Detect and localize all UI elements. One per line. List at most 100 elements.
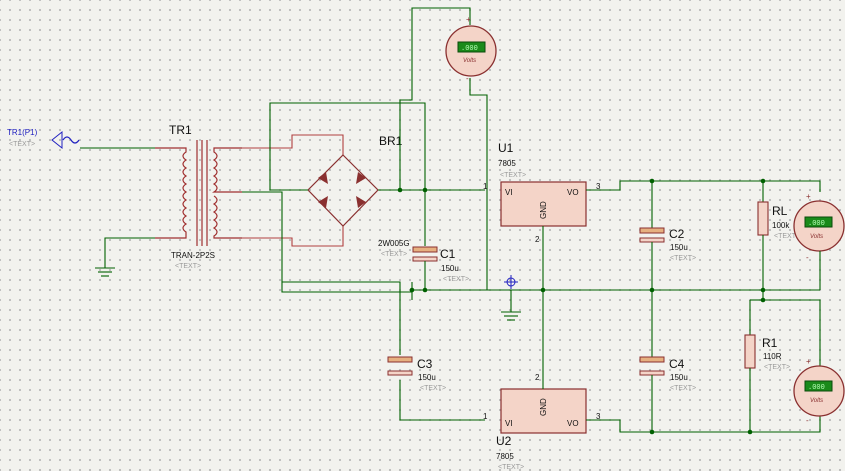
c1-value: 150u (441, 264, 459, 273)
diode-4-icon (356, 196, 366, 208)
u2-gnd-label: GND (539, 398, 548, 416)
c4-text-placeholder: <TEXT> (670, 385, 696, 392)
ac-source[interactable]: TR1(P1) <TEXT> (7, 128, 80, 150)
capacitor-c3[interactable]: C3 150u <TEXT> (387, 356, 446, 392)
ground-symbol-1 (95, 267, 115, 277)
meter3-plus: + (806, 357, 811, 366)
c3-plate-top (387, 356, 413, 363)
c1-ref: C1 (440, 247, 456, 261)
u1-vi-label: VI (505, 188, 513, 197)
voltmeter-2[interactable]: .000 Volts + - (793, 192, 845, 262)
bridge-outline (307, 154, 379, 227)
c2-value: 150u (670, 243, 688, 252)
meter2-minus: - (806, 253, 809, 262)
c2-plate-top (639, 227, 665, 234)
c4-value: 150u (670, 373, 688, 382)
wire-ground-rail (400, 289, 820, 293)
br1-text-placeholder: <TEXT> (381, 251, 407, 258)
tr1-ref: TR1 (169, 123, 192, 137)
r1-text-placeholder: <TEXT> (764, 364, 790, 371)
u2-pin3: 3 (596, 412, 601, 421)
wire-sec-top-bridge (242, 134, 344, 155)
rl-ref: RL (772, 204, 788, 218)
meter1-plus: + (466, 15, 471, 24)
c3-ref: C3 (417, 357, 433, 371)
resistor-rl[interactable]: RL 100k <TEXT> (757, 181, 800, 290)
r1-ref: R1 (762, 336, 778, 350)
primary-winding (155, 147, 188, 239)
meter1-minus: - (466, 74, 469, 83)
u1-text-placeholder: <TEXT> (500, 172, 526, 179)
c2-text-placeholder: <TEXT> (670, 255, 696, 262)
wire-r1-top (762, 290, 821, 367)
wire-u2-out (586, 416, 821, 433)
source-text-placeholder: <TEXT> (9, 141, 35, 148)
diode-3-icon (318, 196, 328, 208)
c1-plate-top (412, 246, 438, 253)
meter3-display (804, 380, 833, 392)
resistor-r1[interactable]: R1 110R <TEXT> (744, 290, 821, 432)
source-terminal-icon (51, 130, 63, 150)
u1-part: 7805 (498, 159, 516, 168)
wire-meter1-minus (469, 78, 488, 290)
capacitor-c1[interactable]: C1 150u <TEXT> (412, 190, 469, 290)
meter2-unit: Volts (810, 234, 823, 240)
u1-ref: U1 (498, 141, 514, 155)
c1-plate-bottom (412, 256, 438, 262)
u2-vi-label: VI (505, 419, 513, 428)
bridge-br1[interactable]: BR1 2W005G <TEXT> (307, 134, 410, 258)
meter3-reading: .000 (808, 384, 825, 392)
meter1-display (457, 41, 486, 53)
sine-wave-icon (62, 136, 80, 144)
meter1-unit: Volts (463, 58, 476, 64)
transformer-tr1[interactable]: TR1 TRAN-2P2S <TEXT> (155, 123, 242, 270)
rl-value: 100k (772, 221, 790, 230)
regulator-u1[interactable]: U1 7805 <TEXT> VI VO GND 1 3 2 (483, 141, 601, 244)
meter2-plus: + (806, 192, 811, 201)
diode-1-icon (318, 172, 328, 184)
secondary-winding-1 (212, 147, 242, 193)
u2-pin1: 1 (483, 412, 488, 421)
u2-vo-label: VO (567, 419, 579, 428)
c4-plate-bottom (639, 370, 665, 376)
source-label: TR1(P1) (7, 128, 38, 137)
capacitor-c4[interactable]: C4 150u <TEXT> (639, 290, 696, 432)
wire-u1-out (586, 180, 821, 192)
u2-pin2: 2 (535, 373, 540, 382)
rl-body (757, 201, 769, 236)
voltmeter-1[interactable]: .000 Volts + - (445, 15, 497, 83)
tr1-part: TRAN-2P2S (171, 251, 215, 260)
wire-neg-c3 (282, 281, 401, 355)
meter1-reading: .000 (461, 45, 478, 53)
wire-primary-ground (104, 237, 155, 268)
u1-vo-label: VO (567, 188, 579, 197)
wire-centre-tap (242, 191, 400, 293)
c2-ref: C2 (669, 227, 685, 241)
c2-plate-bottom (639, 237, 665, 243)
u2-ref: U2 (496, 434, 512, 448)
r1-value: 110R (763, 352, 782, 361)
c3-plate-bottom (387, 370, 413, 376)
meter3-minus: - (806, 416, 809, 425)
u1-gnd-label: GND (539, 201, 548, 219)
u1-pin3: 3 (596, 182, 601, 191)
tr1-text-placeholder: <TEXT> (175, 263, 201, 270)
junction-dots (397, 178, 766, 435)
u1-pin2: 2 (535, 235, 540, 244)
regulator-u2[interactable]: VI VO GND 1 3 2 U2 7805 <TEXT> (483, 373, 601, 471)
meter3-unit: Volts (810, 398, 823, 404)
ground-symbol-2 (501, 311, 521, 321)
voltmeter-3[interactable]: .000 Volts + - (793, 357, 845, 425)
c3-value: 150u (418, 373, 436, 382)
u1-pin1: 1 (483, 182, 488, 191)
rl-text-placeholder: <TEXT> (774, 233, 800, 240)
c3-text-placeholder: <TEXT> (420, 385, 446, 392)
c4-plate-top (639, 356, 665, 363)
capacitor-c2[interactable]: C2 150u <TEXT> (639, 181, 696, 290)
br1-part: 2W005G (378, 239, 410, 248)
wire-meter1-plus (399, 7, 471, 190)
wire-c3-u2-in (399, 380, 485, 421)
c4-ref: C4 (669, 357, 685, 371)
c1-text-placeholder: <TEXT> (443, 276, 469, 283)
